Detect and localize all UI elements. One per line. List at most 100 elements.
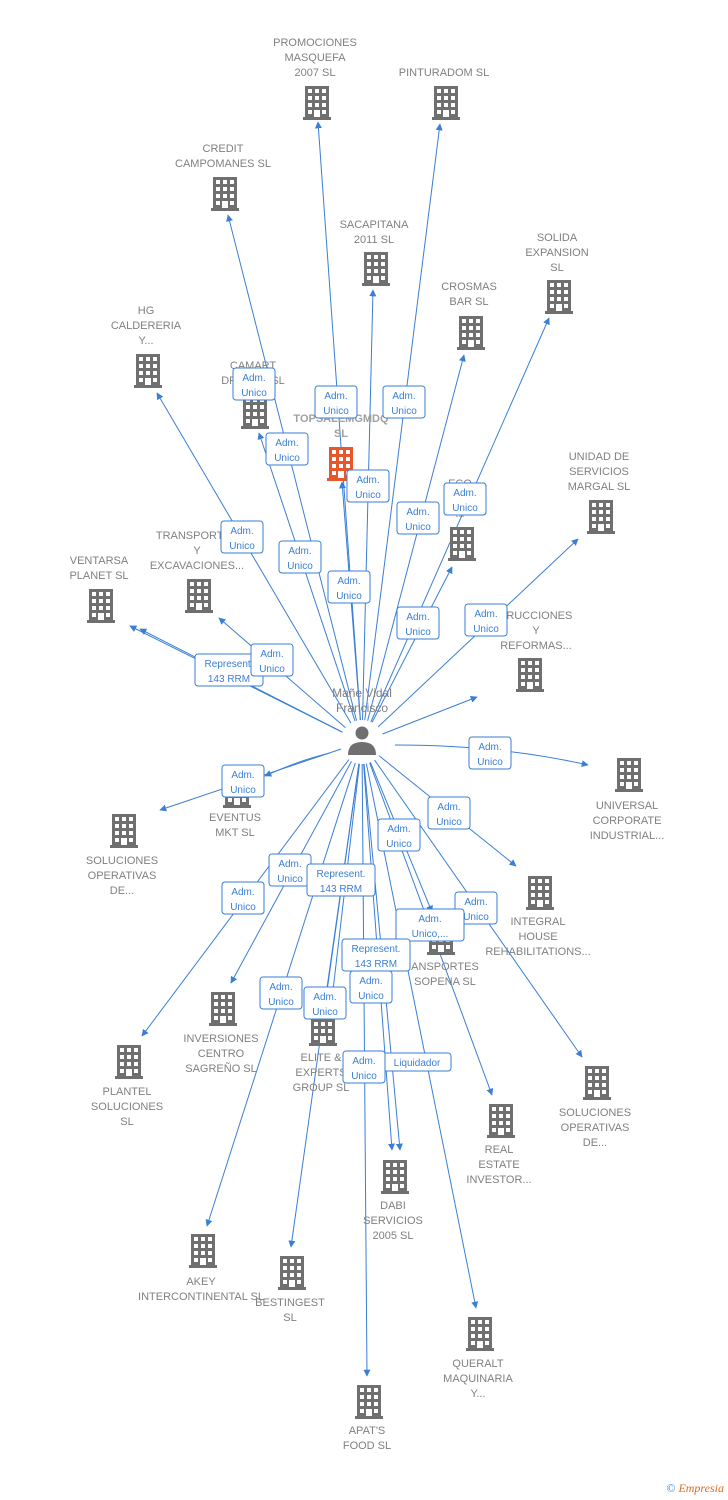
edge-label-elite-experts-2[interactable]: Adm.Unico	[349, 970, 393, 1004]
edge-label-eco[interactable]: Adm.Unico	[396, 501, 440, 535]
building-icon[interactable]	[448, 527, 476, 561]
building-icon[interactable]	[545, 280, 573, 314]
edge-label-inversiones-sagreno[interactable]: Adm.Unico	[268, 853, 312, 887]
edge-label-eventus-mkt[interactable]: Adm.Unico	[221, 764, 265, 798]
svg-text:Unico: Unico	[452, 503, 478, 514]
edge-label-dabi-servicios[interactable]: Represent.143 RRM	[341, 938, 411, 972]
edge-label-ventarsa-2[interactable]: Adm.Unico	[250, 643, 294, 677]
svg-text:Adm.: Adm.	[231, 770, 254, 781]
building-icon[interactable]	[211, 177, 239, 211]
edge-label-queralt-maquinaria[interactable]: Adm.Unico	[327, 570, 371, 604]
building-icon[interactable]	[209, 992, 237, 1026]
building-icon[interactable]	[381, 1160, 409, 1194]
svg-text:Adm.: Adm.	[392, 391, 415, 402]
building-icon[interactable]	[185, 579, 213, 613]
building-icon[interactable]	[110, 814, 138, 848]
edge-label-transportes-sopena[interactable]: Adm.Unico,...	[395, 908, 465, 942]
edge-label-credit-campomanes[interactable]: Adm.Unico	[265, 432, 309, 466]
building-icon[interactable]	[115, 1045, 143, 1079]
company-label-pinturadom[interactable]: PINTURADOM SL	[399, 67, 489, 79]
building-icon[interactable]	[303, 86, 331, 120]
edge-promociones-masquefa	[314, 121, 361, 721]
edge-label-construcciones-reformas[interactable]: Adm.Unico	[396, 606, 440, 640]
svg-text:Adm.: Adm.	[453, 488, 476, 499]
edge-label-apats-food[interactable]: Adm.Unico	[342, 1050, 386, 1084]
edge-label-hg-caldereria[interactable]: Adm.Unico	[220, 520, 264, 554]
building-icon[interactable]	[466, 1317, 494, 1351]
building-icon[interactable]	[432, 86, 460, 120]
svg-text:Unico: Unico	[477, 757, 503, 768]
edge-hg-caldereria	[156, 392, 352, 724]
svg-text:Adm.: Adm.	[269, 982, 292, 993]
building-icon[interactable]	[583, 1066, 611, 1100]
building-icon[interactable]	[362, 252, 390, 286]
edge-label-elite-experts[interactable]: Represent.143 RRM	[306, 863, 376, 897]
edge-label-real-estate-investor[interactable]: Adm.Unico	[377, 818, 421, 852]
building-icon[interactable]	[487, 1104, 515, 1138]
edge-label-bestingest[interactable]: Adm. Unico	[303, 986, 347, 1020]
building-icon[interactable]	[516, 658, 544, 692]
building-icon[interactable]	[457, 316, 485, 350]
svg-text:Adm.: Adm.	[260, 649, 283, 660]
svg-text:Unico: Unico	[312, 1007, 338, 1018]
edge-construcciones-reformas	[382, 696, 478, 735]
edge-label-pinturadom[interactable]: Adm.Unico	[382, 385, 426, 419]
building-icon[interactable]	[587, 500, 615, 534]
edge-label-unidad-servicios-margal[interactable]: Adm.Unico	[464, 603, 508, 637]
edge-label-transportes-excavaciones[interactable]: Adm.Unico	[278, 540, 322, 574]
svg-text:Adm.: Adm.	[230, 526, 253, 537]
edge-label-camart-dreams[interactable]: Adm.Unico	[232, 367, 276, 401]
building-icon[interactable]	[278, 1256, 306, 1290]
edge-label-akey-intercontinental[interactable]: Adm.Unico	[259, 976, 303, 1010]
svg-text:Adm.: Adm.	[313, 992, 336, 1003]
edge-label-universal-corporate[interactable]: Adm.Unico	[468, 736, 512, 770]
brand-logo: Empresia	[678, 1481, 724, 1495]
svg-text:Adm.: Adm.	[324, 391, 347, 402]
building-icon[interactable]	[615, 758, 643, 792]
svg-text:Adm.: Adm.	[437, 802, 460, 813]
building-icon[interactable]	[87, 589, 115, 623]
edge-label-promociones-masquefa[interactable]: Adm.Unico	[314, 385, 358, 419]
edge-label-plantel-soluciones[interactable]: Adm.Unico	[221, 881, 265, 915]
edge-label-crosmas-bar[interactable]: Adm. Unico	[443, 482, 487, 516]
building-icon[interactable]	[355, 1385, 383, 1419]
building-icon[interactable]	[526, 876, 554, 910]
edge-label-dabi-servicios-2[interactable]: Liquidador	[382, 1052, 452, 1072]
edge-eco	[371, 566, 453, 723]
svg-text:Unico: Unico	[436, 817, 462, 828]
edge-camart-dreams	[257, 432, 356, 722]
edge-label-topsale[interactable]: Adm.Unico	[346, 469, 390, 503]
building-icon[interactable]	[134, 354, 162, 388]
person-icon[interactable]	[348, 726, 376, 756]
building-icon[interactable]	[189, 1234, 217, 1268]
edge-label-soluciones-operativas-2[interactable]: Adm. Unico	[427, 796, 471, 830]
edge-label-integral-house[interactable]: Adm.Unico	[454, 891, 498, 925]
